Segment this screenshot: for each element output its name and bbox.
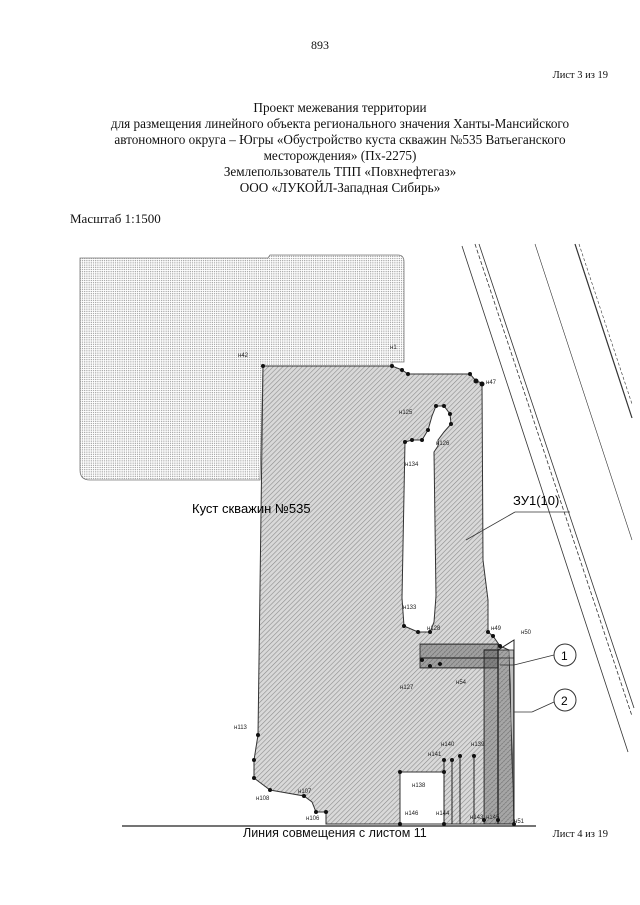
point-label-n125: н125 <box>399 410 413 416</box>
point-label-n50: н50 <box>521 630 532 636</box>
point-label-n51: н51 <box>514 819 525 825</box>
lower-cutout <box>399 771 445 825</box>
point-label-n145: н145 <box>486 815 500 821</box>
point-label-n108: н108 <box>256 796 270 802</box>
sheet-number-bottom: Лист 4 из 19 <box>552 829 608 840</box>
title-line-1: Проект межевания территории <box>253 100 427 115</box>
point-label-n113: н113 <box>234 725 248 731</box>
callout-2 <box>553 688 577 712</box>
point-label-n1: н1 <box>390 345 397 351</box>
point-label-n138: н138 <box>412 783 426 789</box>
point-label-n107: н107 <box>298 789 312 795</box>
point-label-n144: н144 <box>436 811 450 817</box>
document-title: Проект межевания территории для размещен… <box>70 100 610 196</box>
parcel-area <box>253 365 515 825</box>
parcel-label: ЗУ1(10) <box>513 493 559 508</box>
road-lines <box>461 243 635 753</box>
title-line-5: Землепользователь ТПП «Повхнефтегаз» <box>223 164 457 179</box>
map-scale: Масштаб 1:1500 <box>70 211 161 226</box>
point-label-n127: н127 <box>400 685 414 691</box>
title-line-2: для размещения линейного объекта региона… <box>110 116 570 131</box>
title-line-3: автономного округа – Югры «Обустройство … <box>114 132 566 147</box>
point-label-n54: н54 <box>456 680 467 686</box>
point-label-n106: н106 <box>306 816 320 822</box>
subparcel-vlines-2 <box>497 649 515 825</box>
existing-pad-area <box>79 254 405 481</box>
boundary-points <box>252 364 516 826</box>
well-pad-label: Куст скважин №535 <box>192 501 311 516</box>
title-line-4: месторождения» (Пх-2275) <box>263 148 417 163</box>
sheet-number-top: Лист 3 из 19 <box>552 70 608 81</box>
callout-1-label: 1 <box>561 649 568 663</box>
point-label-n126: н126 <box>436 441 450 447</box>
point-label-n140: н140 <box>441 742 455 748</box>
callout-2-label: 2 <box>561 694 568 708</box>
point-label-n146: н146 <box>405 811 419 817</box>
point-label-n134: н134 <box>405 462 419 468</box>
point-label-n139: н139 <box>471 742 485 748</box>
match-line-caption: Линия совмещения с листом 11 <box>243 826 427 840</box>
page-number: 893 <box>311 38 329 52</box>
point-label-n143: н143 <box>470 815 484 821</box>
subparcel-vlines-1 <box>483 649 499 825</box>
point-label-n141: н141 <box>428 752 442 758</box>
point-label-n47: н47 <box>486 380 497 386</box>
title-line-6: ООО «ЛУКОЙЛ-Западная Сибирь» <box>239 180 441 195</box>
point-label-n128: н128 <box>427 626 441 632</box>
point-label-n42: н42 <box>238 353 249 359</box>
point-label-n133: н133 <box>403 605 417 611</box>
point-label-n49: н49 <box>491 626 502 632</box>
